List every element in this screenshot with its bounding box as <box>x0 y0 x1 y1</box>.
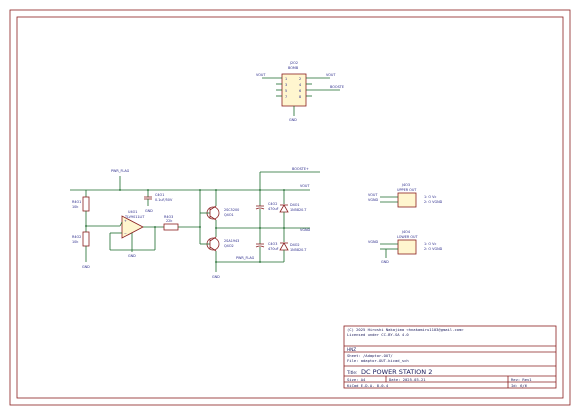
r4o1-ref: R4O1 <box>72 200 81 204</box>
j4o4-pin-1: 1: O Vc <box>424 242 436 246</box>
connector-j2o2: J2O2 BOMB VOUT VOUT BOOSTE GND <box>256 61 344 122</box>
j2o2-pin-2: 2 <box>299 77 301 81</box>
r4o2-value: 10k <box>72 240 78 244</box>
tb-kicad: KiCad E.D.A. 8.0.4 <box>347 383 389 388</box>
j4o3-net-2: VGND <box>368 198 378 202</box>
j4o3-net-1: VOUT <box>368 193 378 197</box>
j4o4-pin-2: 2: O VGND <box>424 247 443 251</box>
c4o1-gnd: GND <box>145 209 153 213</box>
r4o1-body <box>82 196 90 212</box>
capacitor-c4o2: C4O2 470uF <box>255 189 279 229</box>
d4o1-ref: D4O1 <box>290 203 300 207</box>
q4o2-value: 2SA1943 <box>224 239 239 243</box>
r4o3-body <box>163 223 179 231</box>
capacitor-c4o1: C4O1 0.1uF/50V GND <box>144 189 173 213</box>
d4o2-value: 1N5820-T <box>290 248 307 252</box>
transistor-q4o1: 2SC5200 Q4O1 <box>200 189 239 228</box>
j2o2-left-net: VOUT <box>256 73 266 77</box>
c4o3-ref: C4O3 <box>268 242 277 246</box>
tb-title: DC POWER STATION 2 <box>361 368 432 376</box>
q4o1-value: 2SC5200 <box>224 208 239 212</box>
q4o1-ref: Q4O1 <box>224 213 234 217</box>
connector-j4o3: J4O3 UPPER OUT VOUT VGND 1: O Vc 2: O VG… <box>368 183 443 208</box>
opamp-body <box>121 215 144 239</box>
resistor-divider: R4O1 10k R4O2 10k GND <box>70 189 200 269</box>
tb-rev: Rev: Rev1 <box>511 377 532 382</box>
q4o2-ref: Q4O2 <box>224 244 234 248</box>
u4o1-ref: U4O1 <box>128 210 137 214</box>
j2o2-pin-4: 4 <box>299 83 301 87</box>
j4o3-value: UPPER OUT <box>397 188 417 192</box>
opamp-u4o1: U4O1 TLV9011LIT + − GND <box>109 210 164 258</box>
j4o3-body <box>397 192 417 208</box>
sheet-inner-border <box>16 16 564 399</box>
j2o2-ref: J2O2 <box>289 61 298 65</box>
j2o2-right-net: VOUT <box>326 73 336 77</box>
j4o4-ref: J4O4 <box>401 230 410 234</box>
tb-company: HNZ <box>347 347 356 352</box>
q4o2-gnd: GND <box>212 275 220 279</box>
j4o4-net-1: VGND <box>368 240 378 244</box>
r4o2-body <box>82 231 90 247</box>
j2o2-value: BOMB <box>288 66 299 70</box>
r4o1-value: 10k <box>72 205 78 209</box>
j2o2-side-label: BOOSTE <box>330 85 344 89</box>
tb-id: Id: 6/6 <box>511 383 528 388</box>
left-gnd: GND <box>82 265 90 269</box>
pwr-flag-label: PWR_FLAG <box>111 169 130 173</box>
c4o1-value: 0.1uF/50V <box>155 198 173 202</box>
j2o2-pin-8: 8 <box>299 95 301 99</box>
transistor-q4o2: 2SA1943 Q4O2 GND <box>200 228 239 279</box>
r4o3-ref: R4O3 <box>164 215 173 219</box>
vout-net: VOUT <box>300 184 310 188</box>
diode-d4o1: D4O1 1N5820-T <box>279 189 307 229</box>
j2o2-pin-1: 1 <box>285 77 287 81</box>
title-block: (C) 2025 Hiroshi Nakajima <hnakamiru1103… <box>343 325 557 389</box>
c4o2-ref: C4O2 <box>268 202 277 206</box>
j2o2-pin-5: 5 <box>285 89 287 93</box>
tb-license: Licensed under CC-BY-SA 4.0 <box>347 332 409 337</box>
j4o3-pin-1: 1: O Vc <box>424 195 436 199</box>
tb-copyright: (C) 2025 Hiroshi Nakajima <hnakamiru1103… <box>347 327 464 332</box>
opamp-plus: + <box>124 219 127 223</box>
tb-date: Date: 2025-03-21 <box>389 377 426 382</box>
c4o2-value: 470uF <box>268 207 279 211</box>
d4o1-value: 1N5820-T <box>290 208 307 212</box>
boost-net: BOOSTE+ <box>292 167 309 171</box>
u4o1-value: TLV9011LIT <box>124 215 145 219</box>
tb-sheet: Sheet: /Adaptor-OUT/ <box>347 353 393 358</box>
c4o3-value: 470uF <box>268 247 279 251</box>
sheet-border <box>9 9 571 406</box>
d4o2-ref: D4O2 <box>290 243 300 247</box>
diode-d4o2: D4O2 1N5820-T <box>260 228 307 263</box>
tb-file: File: adaptor-OUT.kicad_sch <box>347 358 409 363</box>
j4o3-pin-2: 2: O VGND <box>424 200 443 204</box>
j4o4-net-2: GND <box>381 260 389 264</box>
j2o2-pin-6: 6 <box>299 89 301 93</box>
r4o3-value: 22k <box>166 219 172 223</box>
j4o3-ref: J4O3 <box>401 183 410 187</box>
j4o4-value: LOWER OUT <box>397 235 419 239</box>
j2o2-pin-3: 3 <box>285 83 287 87</box>
opamp-minus: − <box>124 232 127 236</box>
j2o2-body <box>281 73 307 107</box>
vgnd-net: VGND <box>300 228 310 232</box>
j2o2-gnd: GND <box>289 118 297 122</box>
connector-j4o4: J4O4 LOWER OUT VGND GND 1: O Vc 2: O VGN… <box>368 230 443 264</box>
c4o1-ref: C4O1 <box>155 193 164 197</box>
j4o4-body <box>397 239 417 255</box>
opamp-gnd: GND <box>128 254 136 258</box>
pwr-flag-label-2: PWR_FLAG <box>236 256 255 260</box>
j2o2-pin-7: 7 <box>285 95 287 99</box>
r4o2-ref: R4O2 <box>72 235 81 239</box>
resistor-r4o3: R4O3 22k <box>163 215 200 231</box>
capacitor-c4o3: C4O3 470uF <box>255 228 279 263</box>
tb-size: Size: A4 <box>347 377 366 382</box>
tb-title-prefix: Title: <box>346 370 357 375</box>
